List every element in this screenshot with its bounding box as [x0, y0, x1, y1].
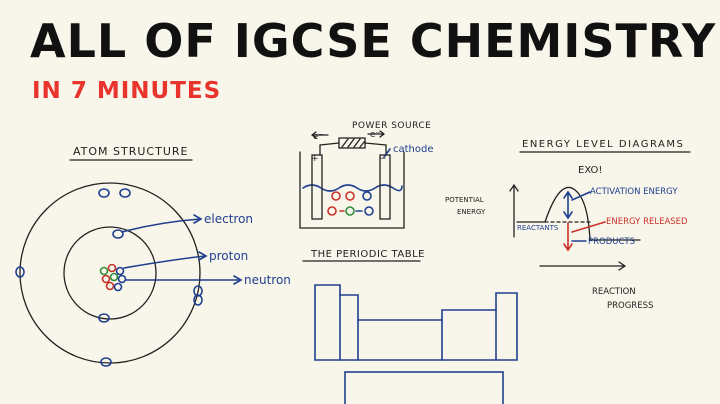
electron-dot — [112, 229, 124, 239]
x-axis — [539, 261, 627, 271]
energy-heading: ENERGY LEVEL DIAGRAMS — [522, 139, 684, 150]
outer-shell — [19, 182, 201, 364]
electron-dot — [193, 294, 203, 306]
anode — [311, 154, 323, 220]
electron-flow-left: e⁻ — [313, 132, 324, 142]
proton-arrow — [123, 255, 206, 269]
periodic-table-outline — [314, 284, 518, 361]
svg-text:+: + — [311, 154, 319, 164]
label-proton: proton — [209, 249, 248, 263]
power-source-label: POWER SOURCE — [352, 121, 431, 131]
electron-dot — [98, 313, 110, 323]
xlabel-line1: REACTION — [592, 287, 636, 297]
atom-heading: ATOM STRUCTURE — [73, 145, 188, 158]
electron-dot — [193, 285, 203, 297]
activation-energy-label: ACTIVATION ENERGY — [590, 187, 678, 197]
xlabel-line2: PROGRESS — [607, 301, 653, 311]
atom-diagram: ATOM STRUCTURE — [15, 145, 291, 367]
energy-released-label: ENERGY RELEASED — [606, 217, 688, 227]
svg-text:−: − — [379, 154, 387, 164]
ions — [327, 191, 374, 216]
electron-dot — [119, 188, 131, 198]
reactants-label: REACTANTS — [517, 224, 559, 232]
electrons — [15, 188, 203, 367]
periodic-table-sketch — [314, 284, 518, 404]
video-subtitle: IN 7 MINUTES — [32, 78, 222, 104]
electron-flow-right: e⁻ — [370, 130, 381, 140]
electron-dot — [100, 357, 112, 367]
ylabel-line2: ENERGY — [457, 208, 486, 216]
electrolyte-surface — [302, 184, 403, 192]
energy-level-diagram: ENERGY LEVEL DIAGRAMS EXO! POTENTIAL ENE… — [445, 139, 691, 311]
cathode — [379, 154, 391, 220]
energy-released-arrow — [563, 222, 573, 252]
periodic-table-heading: THE PERIODIC TABLE — [310, 249, 425, 260]
exo-label: EXO! — [578, 165, 602, 176]
electrolysis-diagram: POWER SOURCE e⁻ e⁻ + − cathode — [299, 121, 434, 262]
video-title: ALL OF IGCSE CHEMISTRY — [30, 14, 717, 68]
activation-energy-arrow — [563, 190, 573, 220]
label-electron: electron — [204, 212, 253, 226]
label-neutron: neutron — [244, 273, 291, 287]
nucleus — [99, 263, 127, 292]
periodic-table-lower-block — [344, 371, 504, 404]
energy-curve — [516, 186, 641, 241]
y-axis — [509, 183, 519, 238]
products-label: PRODUCTS — [588, 237, 635, 247]
electron-dot — [15, 266, 25, 278]
electron-dot — [98, 188, 110, 198]
ylabel-line1: POTENTIAL — [445, 196, 484, 204]
cathode-label: cathode — [393, 144, 434, 155]
inner-shell — [63, 226, 157, 320]
electron-arrow — [121, 218, 201, 233]
beaker — [299, 151, 405, 229]
